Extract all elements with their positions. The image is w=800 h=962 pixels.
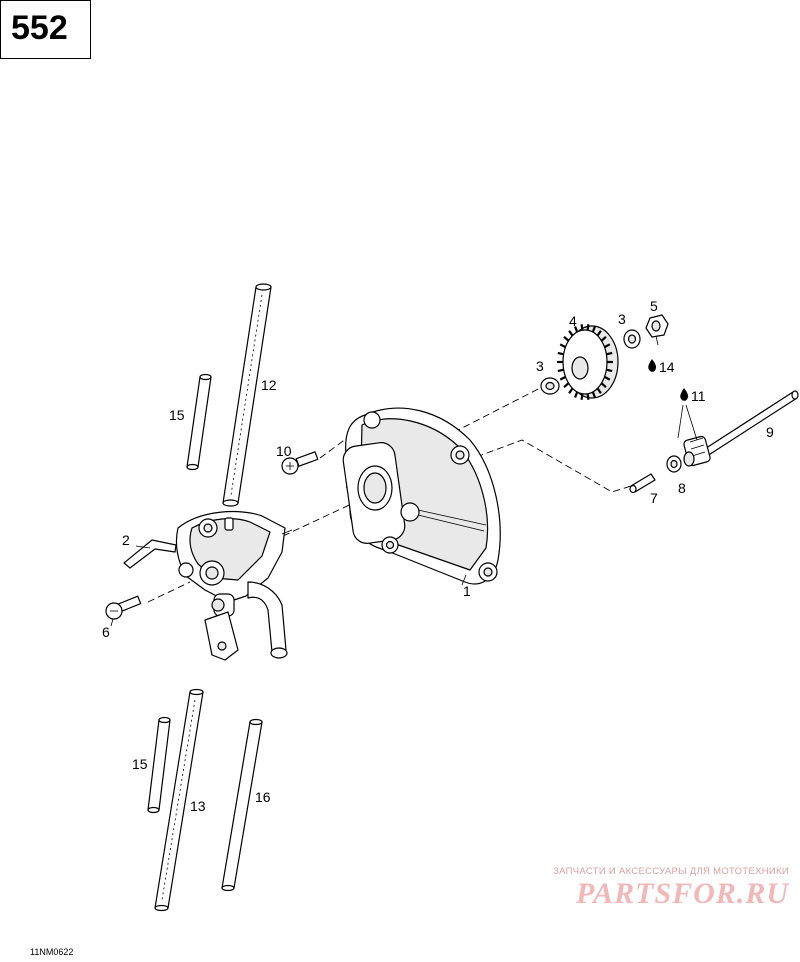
- watermark-subtitle: ЗАПЧАСТИ И АКСЕССУАРЫ ДЛЯ МОТОТЕХНИКИ: [553, 866, 789, 877]
- callout-12: 12: [261, 377, 277, 393]
- part-1-pump-cover: [342, 407, 501, 585]
- callout-7: 7: [650, 490, 658, 506]
- gear-tooth: [586, 393, 590, 400]
- gear-tooth: [557, 351, 564, 356]
- gear-tooth: [596, 387, 602, 394]
- callout-14: 14: [659, 359, 675, 375]
- part-12-long-tube: [222, 283, 272, 507]
- callout-10: 10: [276, 443, 292, 459]
- part-10-screw: [281, 451, 319, 475]
- callout-3-right: 3: [618, 311, 626, 327]
- part-3-washer-right: [623, 329, 641, 349]
- gear-tooth: [557, 368, 564, 373]
- gear-tooth: [591, 326, 596, 333]
- callout-2: 2: [122, 532, 130, 548]
- callout-15-lower: 15: [132, 756, 148, 772]
- part-3-washer-left: [540, 377, 560, 395]
- part-9-pump-shaft: [683, 390, 799, 467]
- watermark-logo: PARTSFOR.RU: [576, 877, 789, 910]
- page-number-box: 552: [0, 0, 91, 59]
- callout-8: 8: [678, 480, 686, 496]
- gear-tooth: [568, 387, 574, 394]
- part-6-screw: [105, 595, 142, 620]
- gear-tooth: [603, 343, 611, 349]
- gear-tooth: [563, 382, 570, 389]
- callout-13: 13: [190, 798, 206, 814]
- part-5-nut: [645, 314, 669, 338]
- callout-15-upper: 15: [169, 407, 185, 423]
- callout-1: 1: [463, 583, 471, 599]
- gear-tooth: [568, 330, 574, 337]
- part-15-short-tube-lower: [147, 716, 171, 814]
- callout-11: 11: [691, 388, 706, 404]
- part-8-washer: [666, 455, 682, 473]
- page-number: 552: [11, 9, 68, 47]
- watermark: ЗАПЧАСТИ И АКСЕССУАРЫ ДЛЯ МОТОТЕХНИКИ PA…: [489, 866, 789, 911]
- gear-tooth: [574, 391, 579, 398]
- callout-9: 9: [766, 424, 774, 440]
- oil-drop-icon-14: [648, 359, 656, 372]
- callout-6: 6: [102, 624, 110, 640]
- gear-tooth: [600, 382, 607, 389]
- gear-tooth: [586, 324, 590, 331]
- leader-lines: [110, 335, 698, 627]
- part-13-long-tube: [154, 688, 204, 912]
- gear-tooth: [559, 375, 567, 381]
- callout-4: 4: [569, 313, 577, 329]
- part-2-oil-pump: [123, 510, 293, 661]
- reference-code: 11NM0622: [30, 947, 74, 957]
- gear-tooth: [580, 324, 584, 331]
- gear-tooth: [606, 368, 613, 373]
- gear-tooth: [563, 335, 570, 342]
- part-16-long-tube: [221, 718, 263, 892]
- gear-tooth: [606, 351, 613, 356]
- gear-tooth: [603, 375, 611, 381]
- gear-tooth: [580, 393, 584, 400]
- gear-tooth: [574, 326, 579, 333]
- gear-tooth: [591, 391, 596, 398]
- gear-tooth: [600, 335, 607, 342]
- part-4-gear: [557, 324, 619, 400]
- callout-5: 5: [650, 298, 658, 314]
- oil-drop-icon-11: [680, 388, 688, 401]
- callout-16: 16: [255, 789, 271, 805]
- callout-3-left: 3: [536, 358, 544, 374]
- gear-tooth: [559, 343, 567, 349]
- gear-tooth: [596, 330, 602, 337]
- part-7-pin: [629, 473, 656, 494]
- part-15-short-tube-upper: [186, 373, 212, 471]
